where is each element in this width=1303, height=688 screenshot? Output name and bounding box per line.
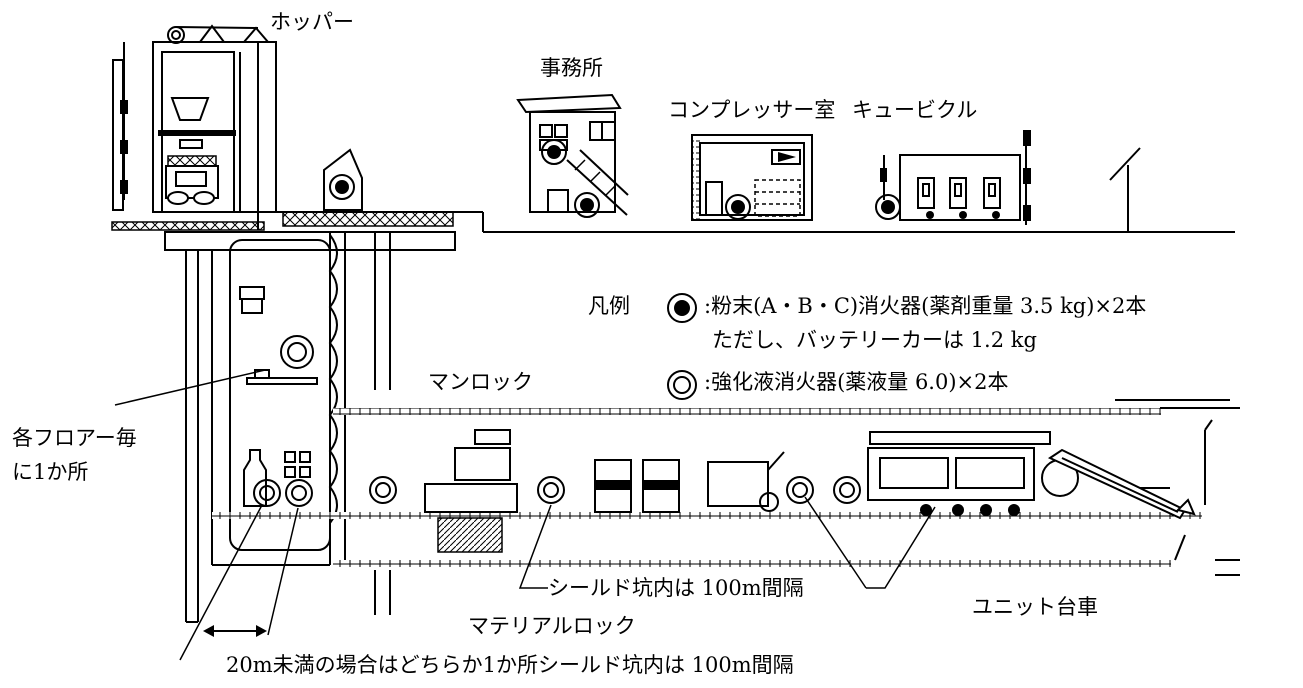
hopper-label: ホッパー xyxy=(270,10,354,34)
legend-liquid-icon xyxy=(667,370,697,400)
unit-cart-label: ユニット台車 xyxy=(972,595,1098,619)
liquid-extinguisher-icon xyxy=(833,476,861,504)
hopper-tower xyxy=(111,24,277,231)
each-floor-label-line1: 各フロアー毎 xyxy=(12,426,137,450)
legend-powder-icon xyxy=(667,293,697,323)
legend-liquid-text: :強化液消火器(薬液量 6.0)×2本 xyxy=(704,370,1009,394)
ground xyxy=(262,147,1235,233)
each-floor-label-line2: に1か所 xyxy=(12,460,89,484)
liquid-extinguisher-icon xyxy=(285,479,313,507)
shield-interval-label: シールド坑内は 100m間隔 xyxy=(548,576,804,600)
material-lock-label: マテリアルロック xyxy=(468,614,636,638)
cubicle xyxy=(875,130,1031,225)
liquid-extinguisher-icon xyxy=(369,476,397,504)
office-label: 事務所 xyxy=(540,56,603,80)
legend-powder-text: :粉末(A・B・C)消火器(薬剤重量 3.5 kg)×2本 xyxy=(704,294,1147,318)
compressor-room-label: コンプレッサー室 xyxy=(668,98,836,122)
man-lock-label: マンロック xyxy=(428,370,533,394)
office-building xyxy=(516,93,629,218)
cubicle-label: キュービクル xyxy=(852,98,978,122)
legend-title: 凡例 xyxy=(588,294,630,318)
liquid-extinguisher-icon xyxy=(253,479,281,507)
bottom-note: 20m未満の場合はどちらか1か所シールド坑内は 100m間隔 xyxy=(226,653,794,677)
compressor-room xyxy=(691,134,813,221)
shield-tunnel xyxy=(212,399,1240,576)
leader-lines xyxy=(114,369,936,661)
liquid-extinguisher-icon xyxy=(537,476,565,504)
legend-powder-note: ただし、バッテリーカーは 1.2 kg xyxy=(712,328,1037,352)
tunnel-extinguishers xyxy=(253,476,861,507)
liquid-extinguisher-icon xyxy=(786,476,814,504)
